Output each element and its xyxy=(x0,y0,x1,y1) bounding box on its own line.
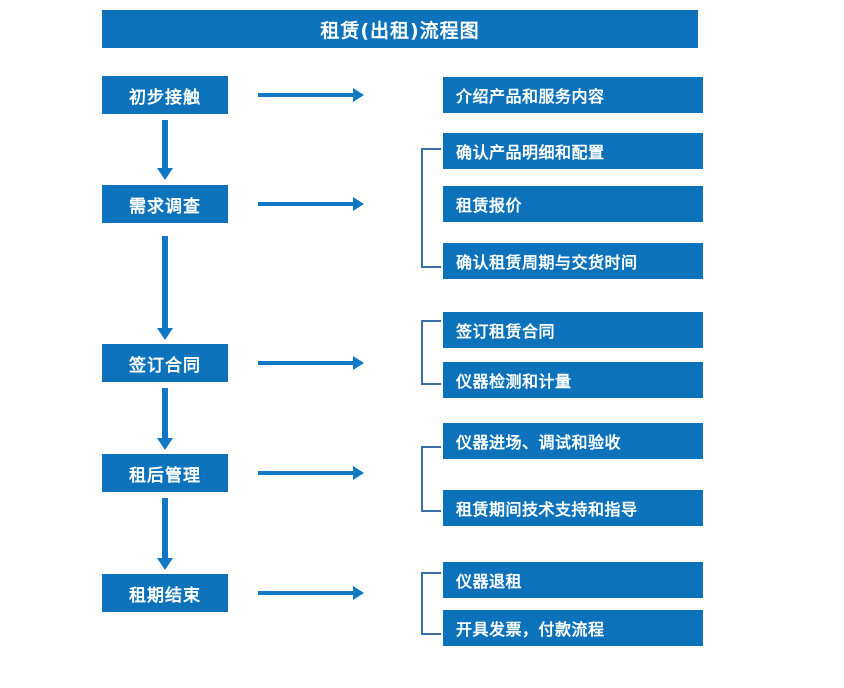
stage-box-post-rental-management[interactable]: 租后管理 xyxy=(102,454,228,492)
arrow-down-icon xyxy=(157,120,173,180)
detail-box-instrument-return[interactable]: 仪器退租 xyxy=(443,562,703,598)
arrow-right-icon xyxy=(258,197,364,211)
detail-box-introduce-products[interactable]: 介绍产品和服务内容 xyxy=(443,77,703,113)
stage-box-demand-survey[interactable]: 需求调查 xyxy=(102,185,228,223)
arrow-down-icon xyxy=(157,236,173,340)
arrow-right-icon xyxy=(258,88,364,102)
arrow-right-icon xyxy=(258,586,364,600)
stage-box-rental-end[interactable]: 租期结束 xyxy=(102,574,228,612)
group-bracket-icon xyxy=(421,148,441,268)
detail-box-technical-support[interactable]: 租赁期间技术支持和指导 xyxy=(443,490,703,526)
detail-box-rental-quotation[interactable]: 租赁报价 xyxy=(443,186,703,222)
group-bracket-icon xyxy=(421,320,441,385)
detail-box-confirm-rental-period[interactable]: 确认租赁周期与交货时间 xyxy=(443,243,703,279)
arrow-right-icon xyxy=(258,356,364,370)
detail-box-instrument-inspection[interactable]: 仪器检测和计量 xyxy=(443,362,703,398)
detail-box-instrument-installation[interactable]: 仪器进场、调试和验收 xyxy=(443,423,703,459)
detail-box-confirm-product-details[interactable]: 确认产品明细和配置 xyxy=(443,133,703,169)
arrow-right-icon xyxy=(258,466,364,480)
arrow-down-icon xyxy=(157,388,173,450)
stage-box-sign-contract[interactable]: 签订合同 xyxy=(102,344,228,382)
page-title: 租赁(出租)流程图 xyxy=(102,10,698,48)
stage-box-initial-contact[interactable]: 初步接触 xyxy=(102,76,228,114)
detail-box-invoice-payment[interactable]: 开具发票，付款流程 xyxy=(443,610,703,646)
arrow-down-icon xyxy=(157,498,173,570)
group-bracket-icon xyxy=(421,446,441,512)
detail-box-sign-rental-contract[interactable]: 签订租赁合同 xyxy=(443,312,703,348)
group-bracket-icon xyxy=(421,572,441,635)
